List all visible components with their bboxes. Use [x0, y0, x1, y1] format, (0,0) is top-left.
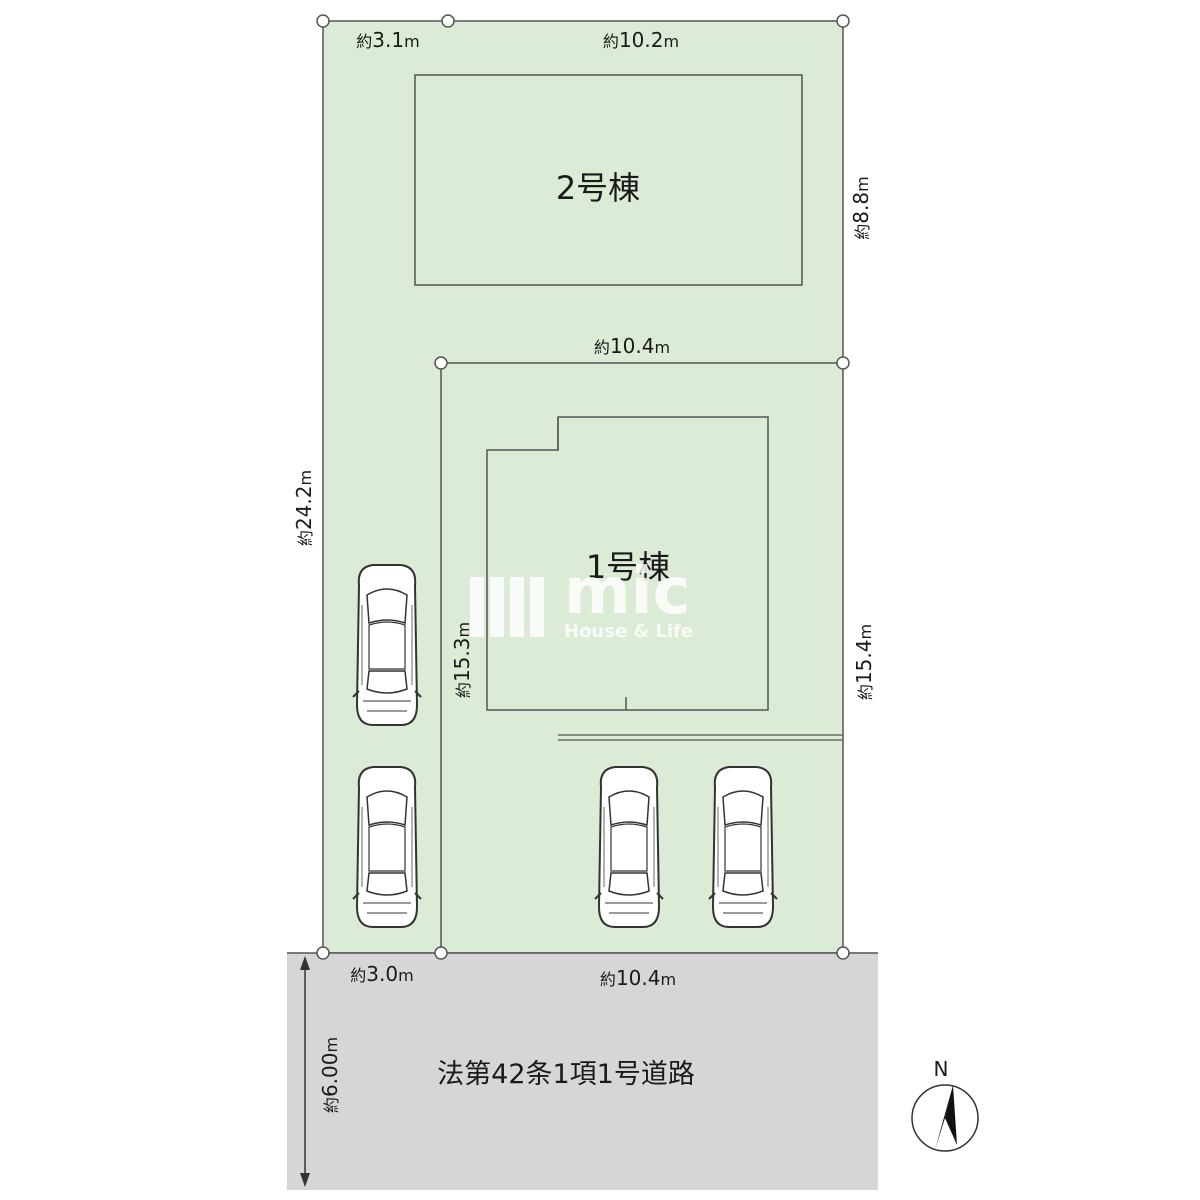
- boundary-marker: [836, 14, 850, 28]
- car-icon: [594, 766, 664, 928]
- dim-inner-left: 約15.3m: [450, 622, 474, 698]
- building-1-label: 1号棟: [586, 548, 670, 586]
- dim-right-lower: 約15.4m: [852, 624, 876, 700]
- dim-top-left: 約3.1m: [356, 28, 419, 52]
- svg-text:House & Life: House & Life: [564, 621, 693, 642]
- building-1: [486, 416, 769, 711]
- svg-text:mic: mic: [564, 555, 691, 629]
- boundary-marker: [316, 14, 330, 28]
- north-arrow-icon: N: [911, 1057, 979, 1152]
- road-area: [287, 953, 878, 1190]
- boundary-marker: [434, 356, 448, 370]
- dim-right-upper: 約8.8m: [849, 176, 873, 239]
- dim-mid-top: 約10.4m: [594, 334, 670, 358]
- compass-label: N: [934, 1057, 949, 1081]
- boundary-marker: [316, 946, 330, 960]
- road-label: 法第42条1項1号道路: [437, 1059, 695, 1090]
- dim-bottom-left: 約3.0m: [350, 962, 413, 986]
- dim-top-right: 約10.2m: [603, 28, 679, 52]
- boundary-marker: [441, 14, 455, 28]
- boundary-marker: [434, 946, 448, 960]
- building-2-label: 2号棟: [556, 169, 640, 207]
- watermark: mic House & Life: [470, 555, 693, 642]
- dim-bottom-right: 約10.4m: [600, 966, 676, 990]
- car-icon: [708, 766, 778, 928]
- building-2: [414, 74, 803, 286]
- boundary-marker: [836, 356, 850, 370]
- boundary-marker: [836, 946, 850, 960]
- dim-left-full: 約24.2m: [292, 470, 316, 546]
- dim-road-width: 約6.00m: [318, 1037, 342, 1113]
- car-icon: [352, 766, 422, 928]
- car-icon: [352, 564, 422, 726]
